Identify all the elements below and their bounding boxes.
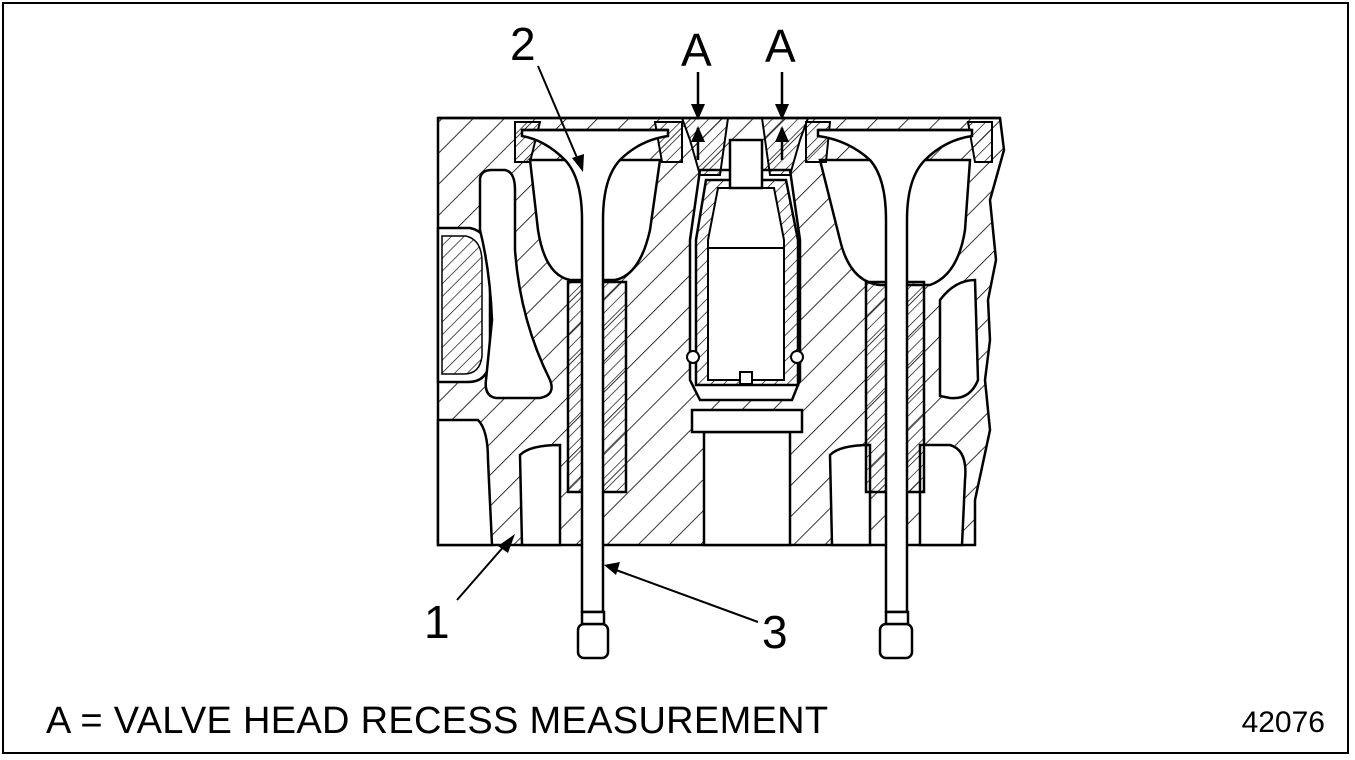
callout-3: 3 [762, 606, 788, 658]
o-ring-left [686, 350, 700, 364]
left-port-cavity [478, 168, 553, 400]
injector-notch [739, 371, 753, 385]
callout-a-left: A [681, 24, 712, 76]
right-valve-tip [878, 622, 914, 660]
o-ring-right [790, 350, 804, 364]
water-jacket-left-inner [441, 235, 483, 375]
left-valve-tip [576, 622, 610, 660]
water-jacket-right [938, 278, 980, 400]
callout-a-right: A [765, 20, 796, 72]
injector-shoulder [690, 408, 804, 434]
callout-2: 2 [510, 18, 536, 70]
dimension-a-right [762, 72, 804, 160]
figure-caption: A = VALVE HEAD RECESS MEASUREMENT [46, 700, 829, 742]
right-valve-seat-2 [966, 121, 993, 163]
callout-1: 1 [424, 596, 450, 648]
leader-2 [537, 65, 584, 172]
lower-right-cavity-2 [918, 443, 967, 547]
leader-1 [456, 534, 515, 601]
lower-center-cavity [702, 430, 792, 547]
injector-sleeve-inner [707, 187, 785, 381]
lower-right-cavity [828, 443, 872, 547]
dimension-a-left [680, 72, 722, 160]
right-valve-seat [805, 121, 832, 163]
leader-3 [604, 562, 759, 623]
lower-port-left [518, 443, 562, 547]
injector-tip [728, 138, 764, 190]
lower-left-cavity [436, 418, 494, 547]
figure-number: 42076 [1241, 706, 1325, 739]
